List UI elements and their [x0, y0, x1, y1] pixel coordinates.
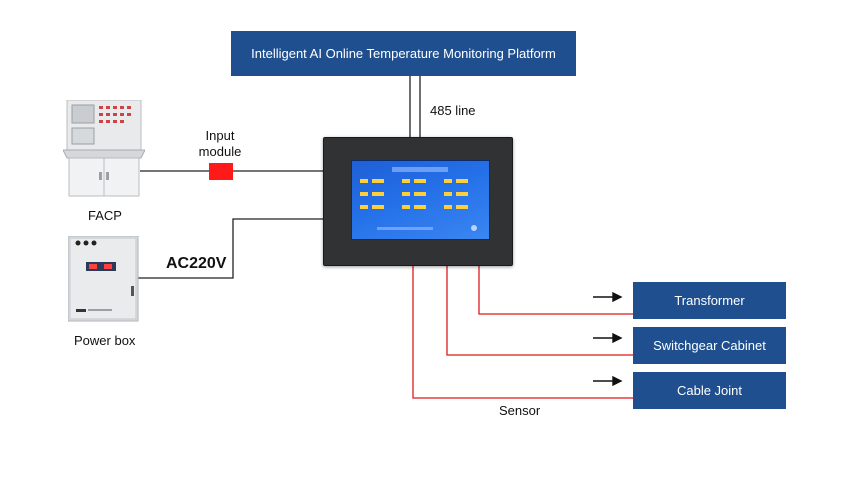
input-module-label-line2: module	[198, 144, 242, 159]
sensor-wire-switchgear	[446, 262, 633, 356]
ac220v-label: AC220V	[166, 255, 227, 272]
screen-readings	[360, 167, 477, 231]
controller-screen	[351, 160, 490, 240]
target-cable-joint-label: Cable Joint	[676, 383, 743, 398]
sensor-wire-cable-joint	[412, 262, 633, 399]
input-module-label-line1: Input	[205, 128, 235, 143]
input-module-label: Input module	[189, 128, 251, 160]
target-transformer-label: Transformer	[674, 293, 745, 308]
sensor-label: Sensor	[499, 403, 541, 418]
485-line-label: 485 line	[430, 103, 476, 118]
target-switchgear-cabinet-label: Switchgear Cabinet	[653, 338, 766, 353]
target-cable-joint: Cable Joint	[633, 372, 786, 409]
facp-icon	[63, 100, 145, 197]
arrow-cable-joint	[593, 375, 623, 387]
platform-box: Intelligent AI Online Temperature Monito…	[231, 31, 576, 76]
facp-label: FACP	[88, 208, 122, 223]
target-transformer: Transformer	[633, 282, 786, 319]
platform-title: Intelligent AI Online Temperature Monito…	[251, 46, 556, 61]
power-box-label: Power box	[74, 333, 136, 348]
target-switchgear-cabinet: Switchgear Cabinet	[633, 327, 786, 364]
power-box-icon	[68, 236, 139, 322]
power-wire	[138, 218, 325, 279]
sensor-wire-transformer	[478, 262, 633, 315]
controller-device	[323, 137, 513, 266]
arrow-transformer	[593, 291, 623, 303]
input-module-block	[209, 163, 233, 180]
arrow-switchgear	[593, 332, 623, 344]
